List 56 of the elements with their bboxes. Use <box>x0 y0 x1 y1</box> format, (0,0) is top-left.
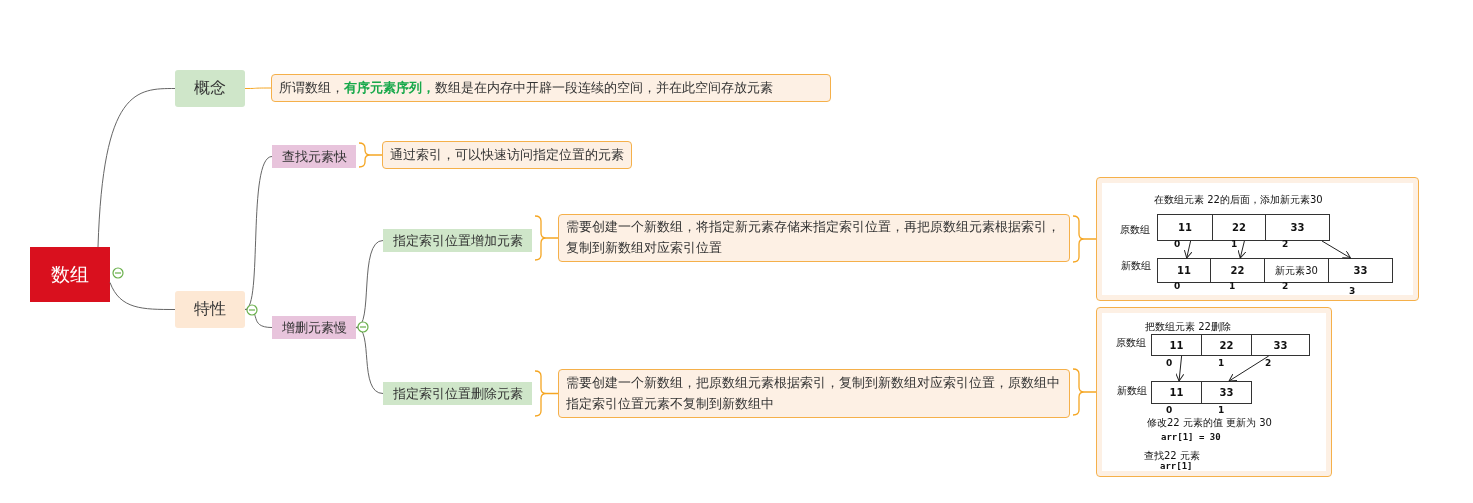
code-text: arr[1] <box>1160 462 1193 472</box>
index-number: 0 <box>1166 359 1173 369</box>
label-text: 查找22 元素 <box>1144 450 1200 461</box>
note-box: 通过索引，可以快速访问指定位置的元素 <box>382 141 632 169</box>
array-cell: 22 <box>1210 258 1265 283</box>
index-number: 0 <box>1166 406 1173 416</box>
branch-line <box>244 309 273 328</box>
array-cell: 11 <box>1157 258 1211 283</box>
topic-box: 概念 <box>175 70 245 107</box>
index-number: 1 <box>1229 282 1236 292</box>
array-cell: 33 <box>1201 381 1252 404</box>
index-number: 1 <box>1218 406 1225 416</box>
illustration-panel <box>1096 307 1332 477</box>
subtopic-box: 增删元素慢 <box>272 316 356 339</box>
note-box: 需要创建一个新数组，把原数组元素根据索引，复制到新数组对应索引位置，原数组中指定索引位置元素不复制到新数组中 <box>558 369 1070 418</box>
array-cell: 33 <box>1251 334 1310 356</box>
array-cell: 22 <box>1201 334 1252 356</box>
label-text: 新数组 <box>1121 260 1151 271</box>
subtopic-box: 指定索引位置增加元素 <box>383 229 532 252</box>
arrow <box>1228 355 1270 382</box>
branch-line <box>244 156 273 310</box>
panel-title: 把数组元素 22删除 <box>1145 320 1231 334</box>
index-number: 2 <box>1282 282 1289 292</box>
index-number: 3 <box>1349 287 1356 297</box>
arrow <box>1321 240 1351 259</box>
subtopic-box: 查找元素快 <box>272 145 356 168</box>
code-text: arr[1] = 30 <box>1161 433 1221 443</box>
arrow <box>1183 240 1193 259</box>
branch-line <box>355 327 384 394</box>
array-cell: 11 <box>1157 214 1213 241</box>
index-number: 0 <box>1174 282 1181 292</box>
panel-title: 在数组元素 22的后面，添加新元素30 <box>1154 193 1323 207</box>
topic-box: 特性 <box>175 291 245 328</box>
branch-line <box>109 282 176 310</box>
label-text: 修改22 元素的值 更新为 30 <box>1147 417 1272 428</box>
index-number: 2 <box>1265 359 1272 369</box>
branch-line <box>97 88 176 248</box>
note-box: 需要创建一个新数组，将指定新元素存储来指定索引位置，再把原数组元素根据索引，复制到新数组对应索引位置 <box>558 214 1070 262</box>
illustration-panel <box>1096 177 1419 301</box>
subtopic-box: 指定索引位置删除元素 <box>383 382 532 405</box>
label-text: 新数组 <box>1117 385 1147 396</box>
array-cell: 新元素30 <box>1264 258 1329 283</box>
label-text: 原数组 <box>1120 224 1150 235</box>
index-number: 1 <box>1231 240 1238 250</box>
array-cell: 11 <box>1151 334 1202 356</box>
array-cell: 33 <box>1265 214 1330 241</box>
root-topic-box: 数组 <box>30 247 110 302</box>
index-number: 0 <box>1174 240 1181 250</box>
branch-line <box>244 87 272 89</box>
array-cell: 22 <box>1212 214 1266 241</box>
index-number: 2 <box>1282 240 1289 250</box>
arrow <box>1237 240 1247 259</box>
array-cell: 11 <box>1151 381 1202 404</box>
array-cell: 33 <box>1328 258 1393 283</box>
index-number: 1 <box>1218 359 1225 369</box>
note-box: 所谓数组，有序元素序列，数组是在内存中开辟一段连续的空间，并在此空间存放元素 <box>271 74 831 102</box>
